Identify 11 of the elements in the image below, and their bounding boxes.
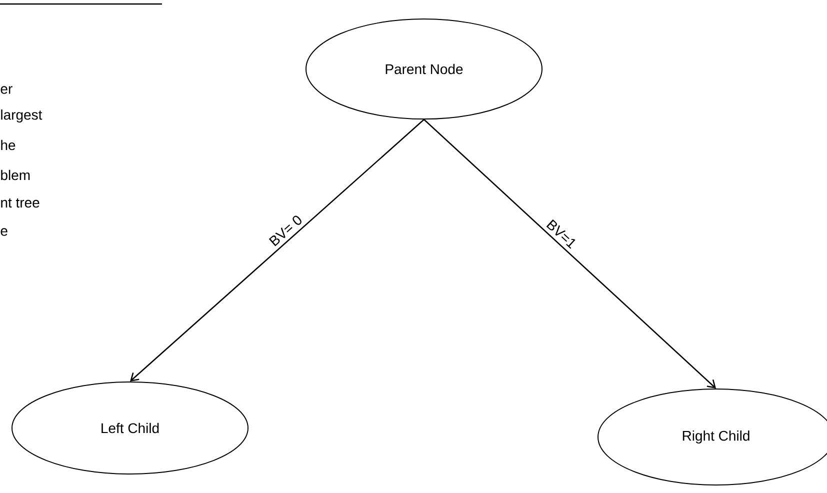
ellipse-node: Left Child: [12, 382, 248, 474]
arrow: [424, 119, 716, 388]
text-fragment: blem: [1, 170, 30, 180]
edge-label: BV= 0: [268, 216, 302, 246]
text-fragment: er: [0, 86, 12, 94]
arrow: [130, 119, 424, 382]
text-fragment: nt tree: [1, 198, 40, 208]
text-fragment: largest: [1, 109, 42, 123]
text-fragment: e: [0, 228, 8, 236]
text-fragment: he: [1, 140, 16, 150]
ellipse-node: Parent Node: [306, 18, 542, 120]
